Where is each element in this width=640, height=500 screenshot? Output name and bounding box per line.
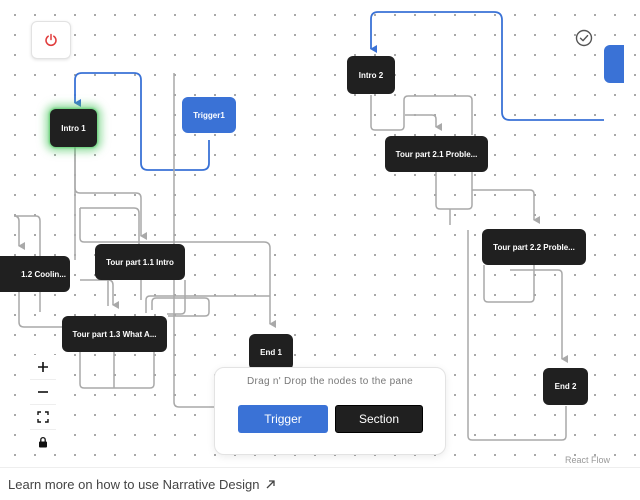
node-end-2[interactable]: End 2 [543,368,588,405]
node-tour-1-3-label: Tour part 1.3 What A... [72,329,157,339]
node-tour-1-3[interactable]: Tour part 1.3 What A... [62,316,167,352]
edge-rightstub-intro2 [370,11,604,121]
panel-instruction: Drag n' Drop the nodes to the pane [246,376,414,387]
flow-controls [30,355,56,454]
node-tour-1-2[interactable]: 1.2 Coolin... [0,256,70,292]
external-link-arrow-icon [267,480,276,489]
edge-b [80,207,140,244]
offscreen-trigger-node[interactable] [604,45,624,83]
edge-x [483,265,535,303]
flow-canvas[interactable]: Intro 1 Trigger1 Intro 2 Tour part 2.1 P… [0,0,640,468]
node-tour-1-2-label: 1.2 Coolin... [21,269,66,279]
edge-h [18,292,62,328]
zoom-out-button[interactable] [30,380,56,405]
edge-s [370,95,473,135]
plus-icon [38,362,48,372]
fit-view-button[interactable] [30,405,56,430]
node-end-1[interactable]: End 1 [249,334,293,370]
edge-p [79,352,155,389]
zoom-in-button[interactable] [30,355,56,380]
node-tour-1-1-label: Tour part 1.1 Intro [106,257,174,267]
node-intro-1[interactable]: Intro 1 [50,109,97,147]
node-tour-2-1[interactable]: Tour part 2.1 Proble... [385,136,488,172]
node-intro-1-label: Intro 1 [61,123,86,133]
lock-icon [39,436,47,448]
edge-u [435,172,473,210]
node-trigger-1[interactable]: Trigger1 [182,97,236,133]
edges-layer [13,11,604,441]
node-end-1-label: End 1 [260,347,282,357]
node-intro-2-label: Intro 2 [358,70,384,80]
power-icon [45,33,57,47]
edge-e [173,73,214,408]
edge-trigger1-intro1 [74,72,210,171]
minus-icon [38,391,48,393]
lock-button[interactable] [30,430,56,454]
node-tour-2-1-label: Tour part 2.1 Proble... [395,149,478,159]
learn-more-text: Learn more on how to use Narrative Desig… [8,477,260,492]
node-tour-1-1[interactable]: Tour part 1.1 Intro [95,244,185,280]
edge-y [510,269,568,363]
section-draggable-button[interactable]: Section [335,405,423,433]
node-palette-panel: Drag n' Drop the nodes to the pane Trigg… [214,367,446,455]
node-tour-2-2-label: Tour part 2.2 Proble... [493,242,575,252]
learn-more-link[interactable]: Learn more on how to use Narrative Desig… [8,477,276,492]
trigger-draggable-button[interactable]: Trigger [238,405,328,433]
fit-view-icon [37,411,49,423]
react-flow-attribution[interactable]: React Flow [565,455,611,465]
edge-z [467,230,567,441]
edge-l [167,280,186,315]
canvas-border [0,467,640,468]
node-tour-2-2[interactable]: Tour part 2.2 Proble... [482,229,586,265]
edge-t [405,114,442,131]
edge-g [30,215,41,260]
node-intro-2[interactable]: Intro 2 [347,56,395,94]
edge-v [472,189,540,224]
edge-n [145,295,270,313]
check-circle-icon[interactable] [575,29,593,47]
power-button[interactable] [31,21,71,59]
node-trigger-1-label: Trigger1 [193,110,225,120]
node-end-2-label: End 2 [554,382,577,391]
edge-f [13,215,30,250]
edge-o [151,297,210,317]
